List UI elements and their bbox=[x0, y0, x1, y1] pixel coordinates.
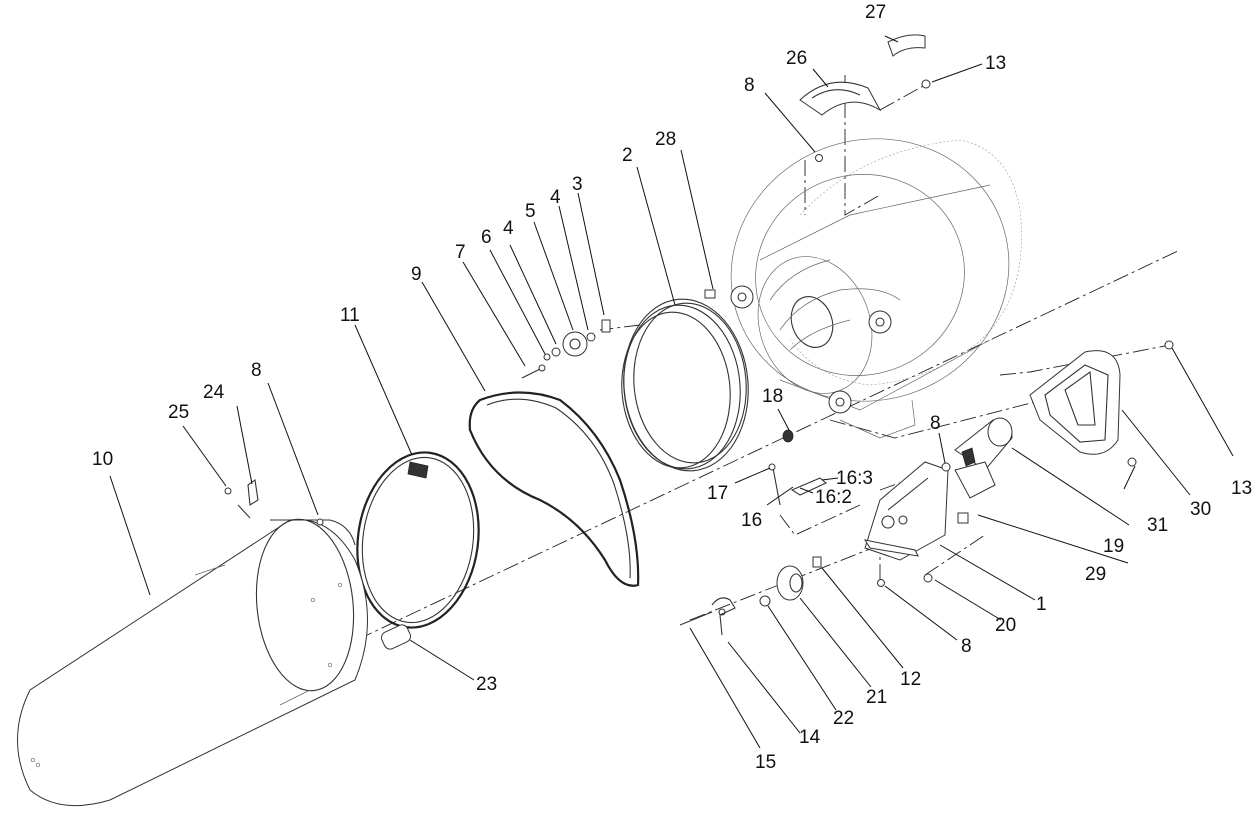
callout-10: 10 bbox=[92, 449, 113, 470]
callout-18: 18 bbox=[762, 386, 783, 407]
callout-8-drum: 8 bbox=[251, 360, 262, 381]
blower-housing bbox=[704, 138, 1022, 439]
callout-14: 14 bbox=[799, 727, 821, 748]
callout-24: 24 bbox=[203, 382, 225, 403]
callout-13-right: 13 bbox=[1231, 478, 1252, 499]
callout-1: 1 bbox=[1036, 594, 1047, 615]
callout-5: 5 bbox=[525, 201, 536, 222]
callout-13-top: 13 bbox=[985, 53, 1006, 74]
motor-assembly bbox=[863, 417, 1013, 561]
callout-11: 11 bbox=[340, 305, 360, 326]
callout-25: 25 bbox=[168, 402, 189, 423]
callout-31: 31 bbox=[1147, 515, 1168, 536]
callout-20: 20 bbox=[995, 615, 1016, 636]
callout-22: 22 bbox=[833, 708, 854, 729]
callout-8-motor: 8 bbox=[930, 413, 941, 434]
callout-23: 23 bbox=[476, 674, 497, 695]
callout-7: 7 bbox=[455, 242, 466, 263]
callout-2: 2 bbox=[622, 145, 633, 166]
callout-16-3: 16:3 bbox=[836, 468, 873, 489]
callout-28: 28 bbox=[655, 129, 676, 150]
auger-drum bbox=[17, 479, 412, 807]
idler-pulley-group bbox=[679, 429, 933, 636]
shroud-cover bbox=[1029, 350, 1137, 467]
callout-30: 30 bbox=[1190, 499, 1211, 520]
callout-15: 15 bbox=[755, 752, 776, 773]
callout-9: 9 bbox=[411, 264, 422, 285]
callout-27: 27 bbox=[865, 2, 886, 23]
leader-lines bbox=[109, 35, 1234, 749]
chute-deflector-parts bbox=[799, 34, 1174, 350]
callout-21: 21 bbox=[866, 687, 887, 708]
callout-16: 16 bbox=[741, 510, 762, 531]
callout-labels: 27 26 13 8 28 2 3 4 5 4 6 7 9 11 8 24 25… bbox=[92, 2, 1252, 773]
callout-4-right: 4 bbox=[550, 187, 561, 208]
callout-6: 6 bbox=[481, 227, 492, 248]
callout-19: 19 bbox=[1103, 536, 1124, 557]
callout-29: 29 bbox=[1085, 564, 1106, 585]
callout-26: 26 bbox=[786, 48, 807, 69]
callout-3: 3 bbox=[572, 174, 583, 195]
callout-17: 17 bbox=[707, 483, 728, 504]
drive-belt-and-drum bbox=[356, 298, 749, 629]
callout-8-bottom: 8 bbox=[961, 636, 972, 657]
callout-8-top: 8 bbox=[744, 75, 755, 96]
callout-16-2: 16:2 bbox=[815, 487, 852, 508]
callout-4-left: 4 bbox=[503, 218, 514, 239]
callout-12: 12 bbox=[900, 669, 921, 690]
